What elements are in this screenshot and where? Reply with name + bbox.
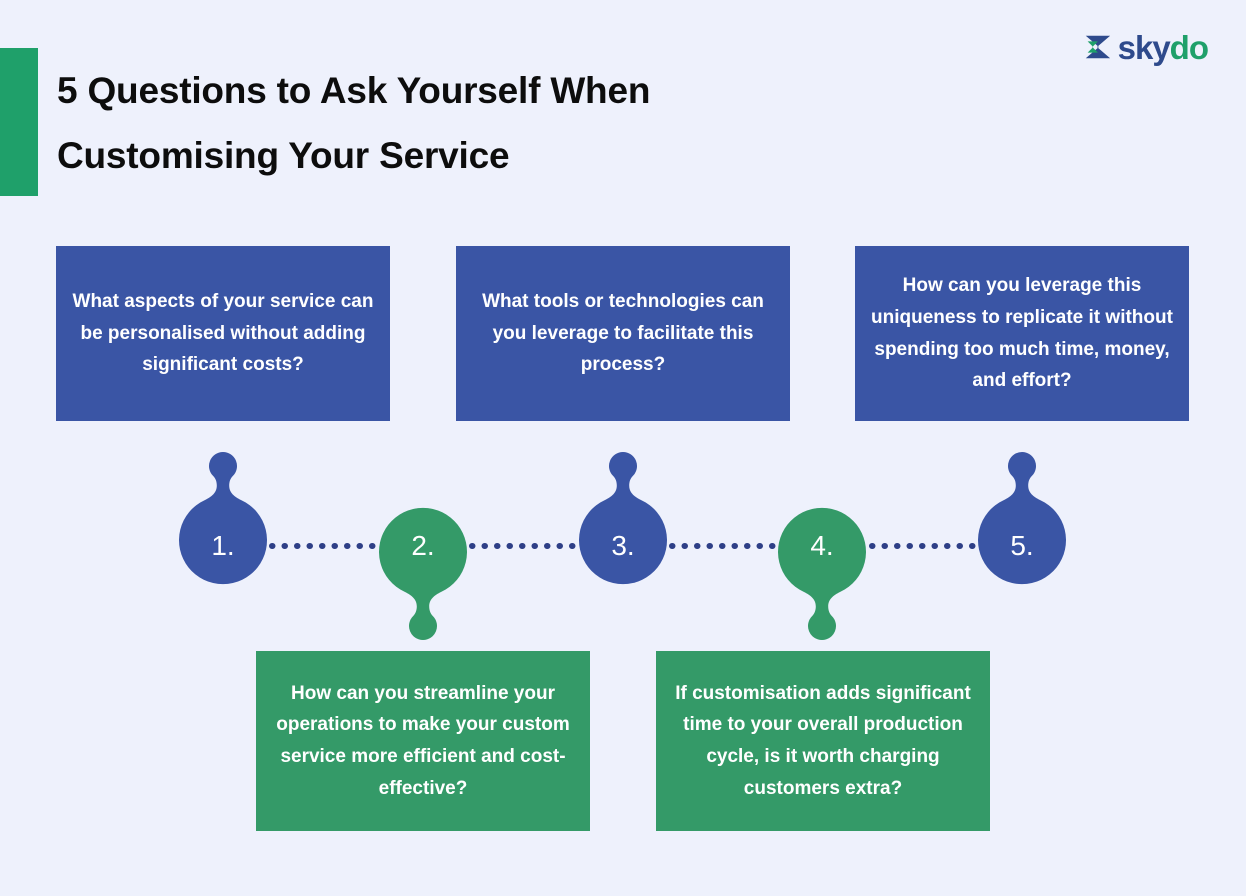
timeline: 1. 2. 3. 4. 5. <box>0 440 1246 640</box>
question-box-4[interactable]: If customisation adds significant time t… <box>656 651 990 831</box>
pin-shape-3 <box>579 452 668 585</box>
pin-shape-2 <box>378 507 468 640</box>
logo-text-sky: sky <box>1117 28 1171 66</box>
page-title-line-2: Customising Your Service <box>57 135 510 177</box>
skydo-logo[interactable]: skydo <box>1082 28 1209 66</box>
page-title-line-1: 5 Questions to Ask Yourself When <box>57 70 651 111</box>
node-label-4: 4. <box>810 530 834 561</box>
node-label-5: 5. <box>1010 530 1034 561</box>
logo-wordmark: skydo <box>1117 28 1209 66</box>
node-label-1: 1. <box>211 530 235 561</box>
logo-text-do: do <box>1169 28 1209 66</box>
node-label-2: 2. <box>411 530 435 561</box>
node-label-3: 3. <box>611 530 635 561</box>
timeline-node-4[interactable] <box>778 507 867 640</box>
question-box-2[interactable]: How can you streamline your operations t… <box>256 651 590 831</box>
pin-shape-5 <box>978 452 1067 585</box>
timeline-node-2[interactable] <box>378 507 468 640</box>
page-title: 5 Questions to Ask Yourself When Customi… <box>57 58 817 188</box>
timeline-node-3[interactable] <box>579 452 668 585</box>
question-text-2: How can you streamline your operations t… <box>276 682 570 799</box>
pin-shape-4 <box>778 507 867 640</box>
question-text-1: What aspects of your service can be pers… <box>72 290 374 376</box>
timeline-node-1[interactable] <box>179 452 267 585</box>
timeline-graphics <box>179 452 1067 640</box>
question-box-5[interactable]: How can you leverage this uniqueness to … <box>855 246 1189 421</box>
question-box-3[interactable]: What tools or technologies can you lever… <box>456 246 790 421</box>
skydo-chevron-mark-icon <box>1085 35 1110 59</box>
question-text-3: What tools or technologies can you lever… <box>482 290 764 376</box>
pin-shape-1 <box>179 452 267 585</box>
question-text-4: If customisation adds significant time t… <box>675 682 971 799</box>
question-box-1[interactable]: What aspects of your service can be pers… <box>56 246 390 421</box>
timeline-node-5[interactable] <box>978 452 1067 585</box>
question-text-5: How can you leverage this uniqueness to … <box>871 275 1173 392</box>
title-accent-bar <box>0 48 38 196</box>
